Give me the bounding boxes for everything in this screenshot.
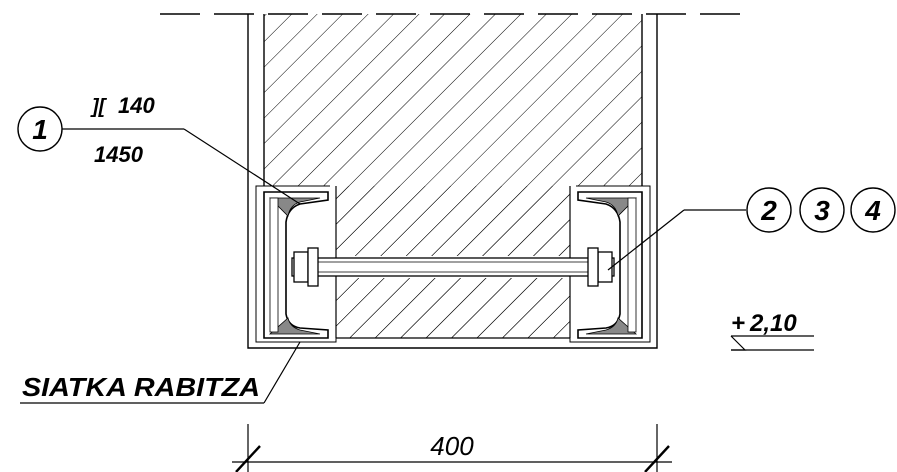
left-nut [293,247,319,287]
dimension-label: 400 [430,431,474,461]
profile-size-label: 140 [118,93,155,118]
mesh-outline-left [255,185,337,343]
marker-circle-4: 4 [850,187,896,233]
marker-label-4: 4 [864,195,881,226]
tie-bolt [291,257,615,277]
mesh-label: SIATKA RABITZA [22,372,260,402]
marker-circle-1: 1 [17,106,63,152]
channel-profile-symbol: ][ [90,96,108,118]
dimension-line [232,424,672,472]
right-channel-profile [577,191,643,339]
marker-label-3: 3 [814,195,830,226]
left-channel-profile [263,191,329,339]
mesh-outline-right [569,185,651,343]
leader-line-1 [62,128,301,205]
leader-line-2 [607,209,746,271]
profile-length-label: 1450 [94,142,144,167]
marker-label-2: 2 [760,195,777,226]
elevation-marker: + 2,10 [730,310,814,351]
marker-circle-2: 2 [746,187,792,233]
marker-label-1: 1 [32,114,48,145]
marker-circle-3: 3 [799,187,845,233]
profile-annotation: ][ 140 1450 [90,93,155,167]
elevation-sign: + [731,310,745,337]
right-nut [587,247,613,287]
mesh-annotation: SIATKA RABITZA [20,341,301,404]
elevation-value: 2,10 [749,310,797,337]
